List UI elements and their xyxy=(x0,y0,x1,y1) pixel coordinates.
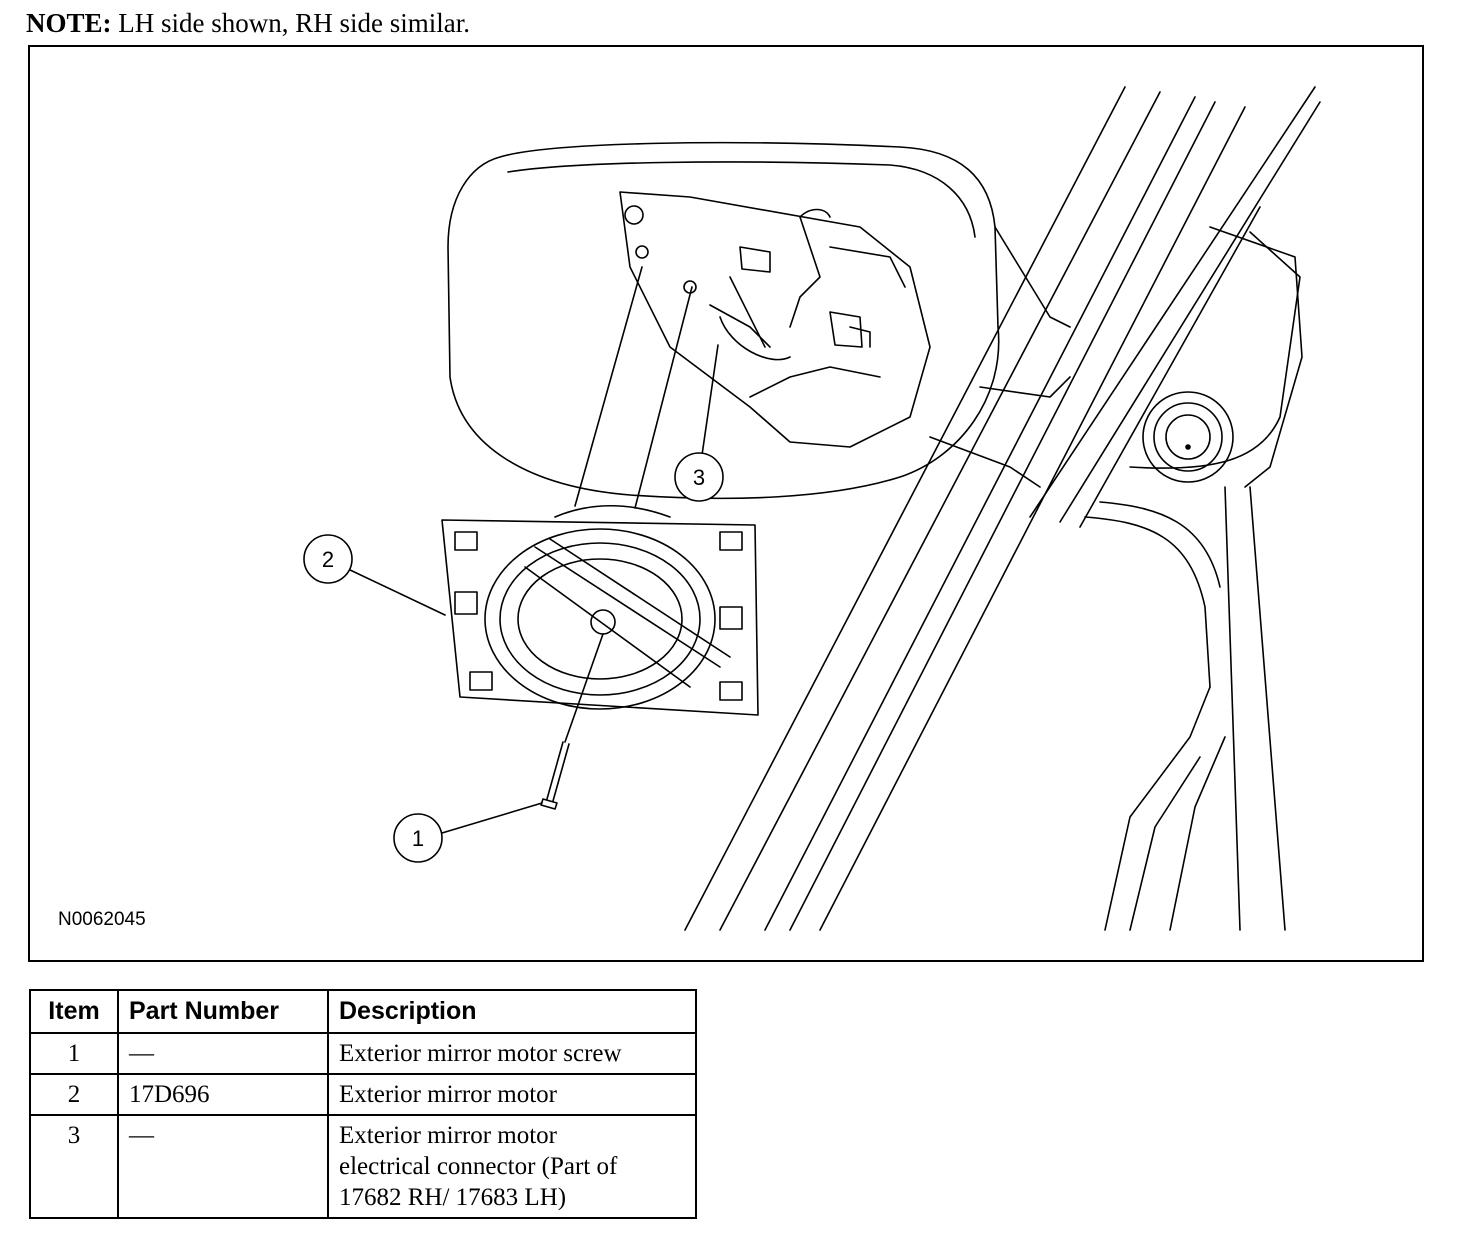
cell-part-number: 17D696 xyxy=(117,1073,329,1116)
cell-description: Exterior mirror motor electrical connect… xyxy=(327,1114,697,1219)
door-frame-lines xyxy=(684,86,1321,931)
cell-description: Exterior mirror motor screw xyxy=(327,1032,697,1075)
figure-id: N0062045 xyxy=(58,909,146,930)
callout-3: 3 xyxy=(674,452,724,502)
cell-part-number: — xyxy=(117,1032,329,1075)
note-line: NOTE: LH side shown, RH side similar. xyxy=(26,8,470,39)
callout-1-label: 1 xyxy=(412,826,424,851)
callout-1: 1 xyxy=(393,813,443,863)
description-line: Exterior mirror motor xyxy=(339,1122,557,1149)
grommet xyxy=(1142,391,1234,483)
note-text: LH side shown, RH side similar. xyxy=(118,8,471,38)
cell-description: Exterior mirror motor xyxy=(327,1073,697,1116)
mirror-housing xyxy=(447,141,1071,500)
parts-table: Item Part Number Description 1 — Exterio… xyxy=(29,989,697,1219)
description-line: 17682 RH/ 17683 LH) xyxy=(339,1184,567,1211)
mirror-internals xyxy=(619,191,931,448)
table-header-row: Item Part Number Description xyxy=(29,989,697,1034)
callout-2: 2 xyxy=(303,534,353,584)
exploded-view-figure: 1 2 3 N0062045 xyxy=(28,45,1424,962)
header-description: Description xyxy=(327,989,697,1034)
door-panel-region xyxy=(1084,226,1303,688)
motor-plate xyxy=(441,505,759,716)
table-row: 2 17D696 Exterior mirror motor xyxy=(29,1073,697,1116)
cell-part-number: — xyxy=(117,1114,329,1219)
header-item: Item xyxy=(29,989,119,1034)
description-line: electrical connector (Part of xyxy=(339,1153,618,1180)
header-part-number: Part Number xyxy=(117,989,329,1034)
table-row: 3 — Exterior mirror motor electrical con… xyxy=(29,1114,697,1219)
mirror-assembly-drawing: 1 2 3 xyxy=(303,86,1321,931)
callout-3-label: 3 xyxy=(693,465,705,490)
cell-item: 2 xyxy=(29,1073,119,1116)
table-row: 1 — Exterior mirror motor screw xyxy=(29,1032,697,1075)
cell-item: 1 xyxy=(29,1032,119,1075)
leader-lines xyxy=(347,266,719,834)
cell-item: 3 xyxy=(29,1114,119,1219)
callout-2-label: 2 xyxy=(322,547,334,572)
note-label: NOTE: xyxy=(26,8,112,38)
motor-screw xyxy=(540,741,570,810)
